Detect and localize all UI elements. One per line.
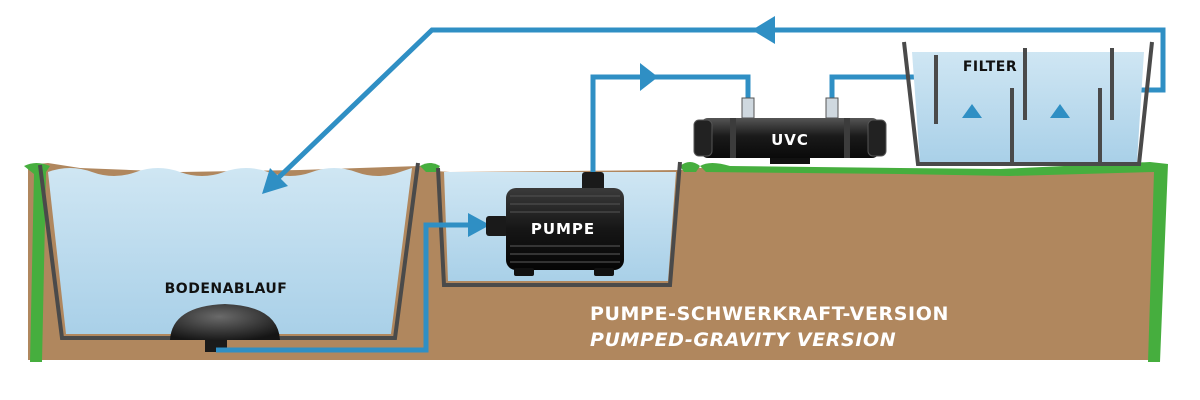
- filter-flow-up-arrow-1: [962, 104, 982, 118]
- grass-pump-right: [680, 162, 700, 172]
- arrow-return-top: [752, 16, 775, 44]
- main-pond: BODENABLAUF: [38, 162, 420, 352]
- uvc-band-right: [844, 118, 850, 158]
- label-uvc: UVC: [771, 131, 809, 149]
- pump-foot-left: [514, 268, 534, 276]
- uvc-outlet-nozzle: [825, 97, 839, 119]
- caption-english: PUMPED-GRAVITY VERSION: [590, 329, 896, 351]
- pipe-pump-to-uvc: [590, 74, 751, 175]
- pipe-filter-return: [272, 27, 1166, 184]
- pump-body: [506, 188, 624, 270]
- filter: FILTER: [902, 41, 1154, 166]
- uvc-clarifier: UVC: [693, 97, 887, 164]
- pipes: [216, 27, 1166, 353]
- bottom-drain-dome: [170, 304, 280, 340]
- label-filter: FILTER: [963, 59, 1017, 75]
- uvc-cap-right: [867, 119, 887, 157]
- pipe-drain-to-pump: [216, 222, 478, 353]
- arrow-pump-outflow: [640, 63, 658, 91]
- uvc-band-left: [730, 118, 736, 158]
- filter-flow-up-arrow-2: [1050, 104, 1070, 118]
- label-pump: PUMPE: [531, 220, 595, 238]
- filter-tank: [902, 41, 1154, 166]
- caption: PUMPE-SCHWERKRAFT-VERSION PUMPED-GRAVITY…: [590, 303, 949, 351]
- uvc-stand: [770, 158, 810, 164]
- uvc-body: [700, 118, 880, 158]
- pump-foot-right: [594, 268, 614, 276]
- pump-inlet-stub: [486, 216, 508, 236]
- arrow-into-pond: [262, 168, 288, 194]
- pond-water: [48, 168, 412, 334]
- arrow-into-pump: [468, 213, 490, 237]
- grass-left: [24, 163, 50, 362]
- pump-ribs: [510, 195, 620, 263]
- uvc-cap-left: [693, 119, 713, 157]
- caption-german: PUMPE-SCHWERKRAFT-VERSION: [590, 303, 949, 325]
- pump: PUMPE: [486, 172, 624, 276]
- grass-mid: [420, 163, 440, 172]
- filter-baffles: [934, 48, 1114, 162]
- pump-outlet-neck: [582, 172, 604, 192]
- label-bottom-drain: BODENABLAUF: [165, 281, 288, 297]
- uvc-inlet-nozzle: [741, 97, 755, 119]
- filter-water: [912, 52, 1144, 162]
- pipe-uvc-to-filter: [829, 74, 925, 100]
